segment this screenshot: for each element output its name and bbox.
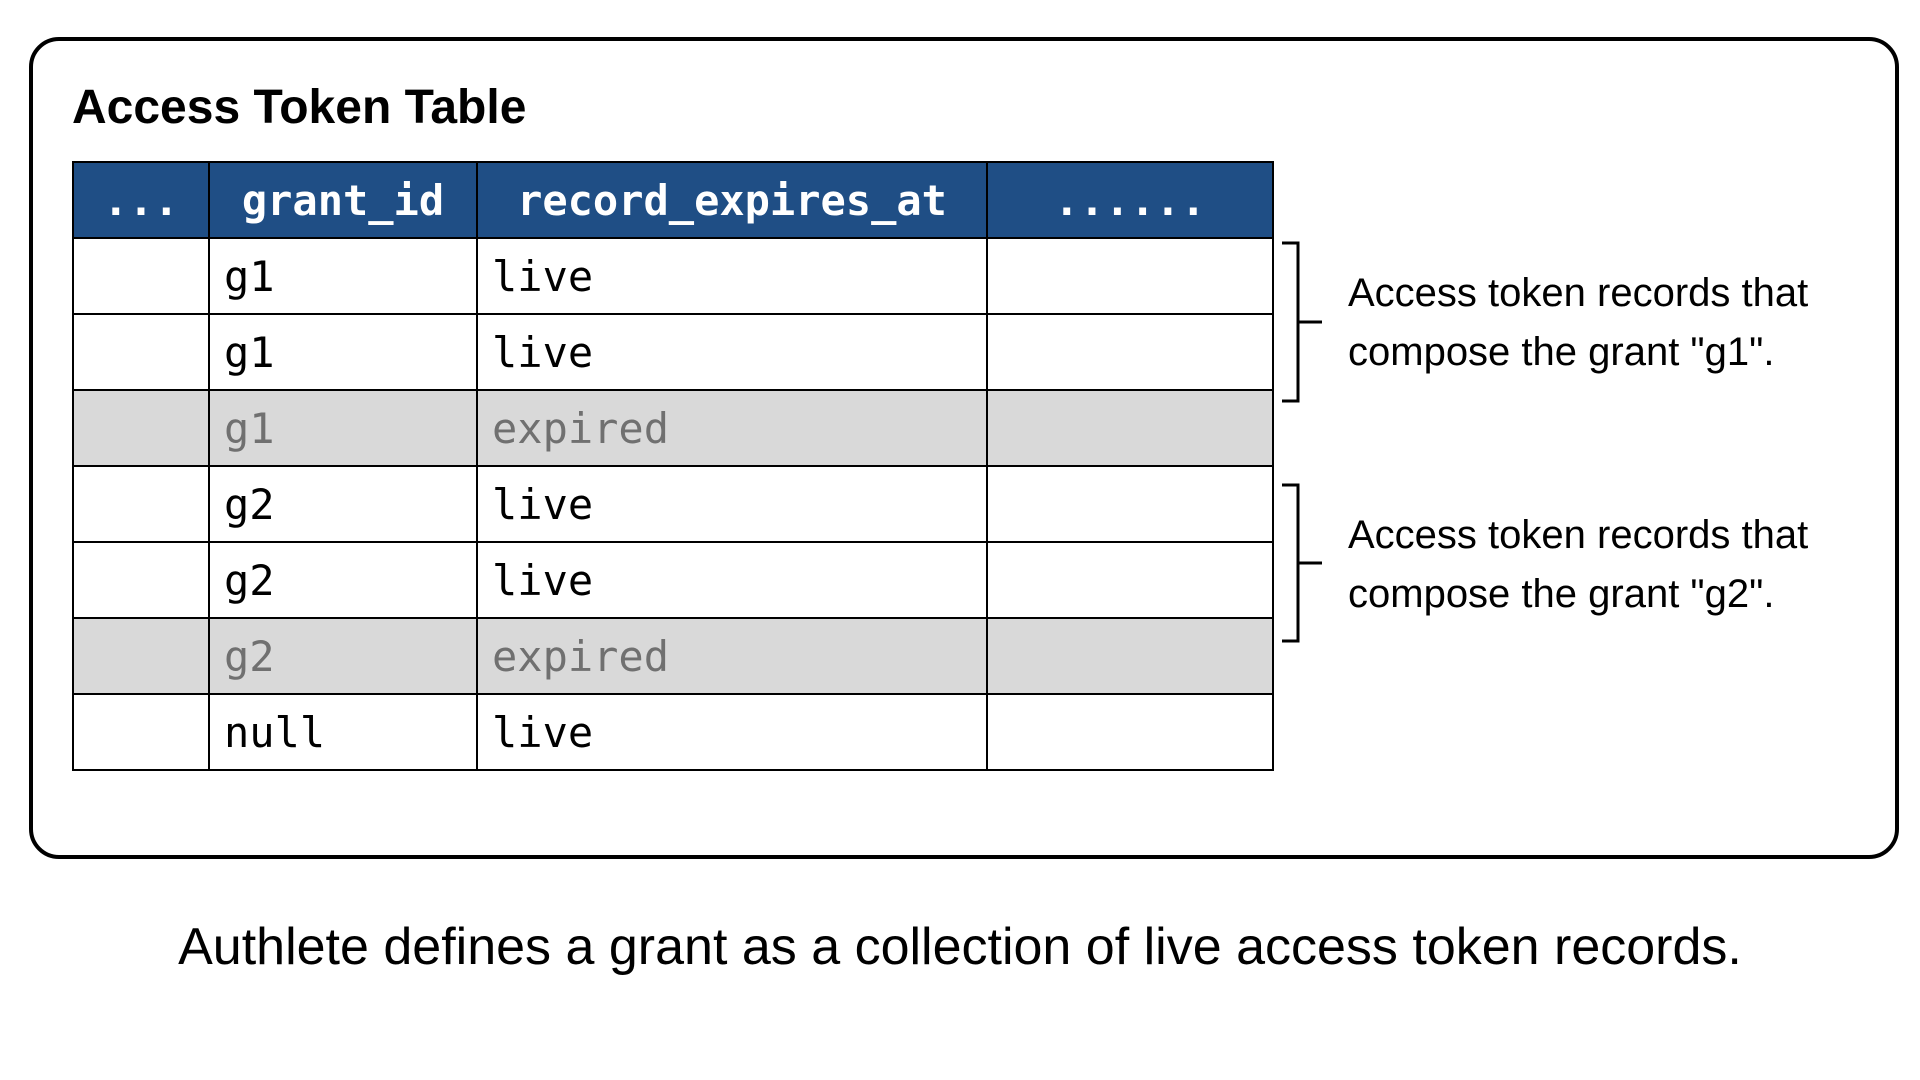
cell-grant-id: g2: [208, 465, 478, 543]
cell-grant-id: null: [208, 693, 478, 771]
cell-extra-right: [986, 465, 1274, 543]
annotation-grant-g2: Access token records that compose the gr…: [1348, 506, 1808, 624]
cell-grant-id: g1: [208, 313, 478, 391]
table-row-expired: g2 expired: [72, 617, 1274, 695]
table-row: g2 live: [72, 541, 1274, 619]
cell-grant-id: g1: [208, 237, 478, 315]
table-row-expired: g1 expired: [72, 389, 1274, 467]
cell-extra-right: [986, 541, 1274, 619]
table-title: Access Token Table: [72, 81, 527, 134]
cell-extra-left: [72, 389, 210, 467]
annotation-line: compose the grant "g2".: [1348, 572, 1775, 616]
cell-grant-id: g2: [208, 541, 478, 619]
annotation-line: Access token records that: [1348, 271, 1809, 315]
annotation-line: compose the grant "g1".: [1348, 330, 1775, 374]
annotation-line: Access token records that: [1348, 513, 1809, 557]
cell-record-expires-at: live: [476, 237, 988, 315]
column-header-grant-id: grant_id: [208, 161, 478, 239]
cell-extra-left: [72, 617, 210, 695]
cell-extra-right: [986, 693, 1274, 771]
table-row: g2 live: [72, 465, 1274, 543]
annotation-grant-g1: Access token records that compose the gr…: [1348, 264, 1808, 382]
column-header-record-expires-at: record_expires_at: [476, 161, 988, 239]
diagram-frame: [29, 37, 1899, 859]
cell-record-expires-at: live: [476, 313, 988, 391]
cell-extra-left: [72, 541, 210, 619]
cell-extra-right: [986, 313, 1274, 391]
cell-extra-right: [986, 389, 1274, 467]
cell-extra-left: [72, 237, 210, 315]
cell-record-expires-at: expired: [476, 389, 988, 467]
table-row: g1 live: [72, 237, 1274, 315]
figure-caption: Authlete defines a grant as a collection…: [178, 918, 1742, 976]
brace-g1-icon: [1282, 241, 1322, 403]
cell-grant-id: g2: [208, 617, 478, 695]
column-header-ellipsis-right: ......: [986, 161, 1274, 239]
table-row: null live: [72, 693, 1274, 771]
cell-record-expires-at: live: [476, 693, 988, 771]
access-token-table: ... grant_id record_expires_at ...... g1…: [72, 161, 1274, 771]
cell-extra-left: [72, 465, 210, 543]
cell-extra-right: [986, 237, 1274, 315]
cell-record-expires-at: live: [476, 541, 988, 619]
cell-extra-right: [986, 617, 1274, 695]
brace-g2-icon: [1282, 483, 1322, 643]
column-header-ellipsis-left: ...: [72, 161, 210, 239]
cell-record-expires-at: live: [476, 465, 988, 543]
cell-extra-left: [72, 313, 210, 391]
table-header-row: ... grant_id record_expires_at ......: [72, 161, 1274, 239]
cell-grant-id: g1: [208, 389, 478, 467]
cell-record-expires-at: expired: [476, 617, 988, 695]
table-row: g1 live: [72, 313, 1274, 391]
cell-extra-left: [72, 693, 210, 771]
